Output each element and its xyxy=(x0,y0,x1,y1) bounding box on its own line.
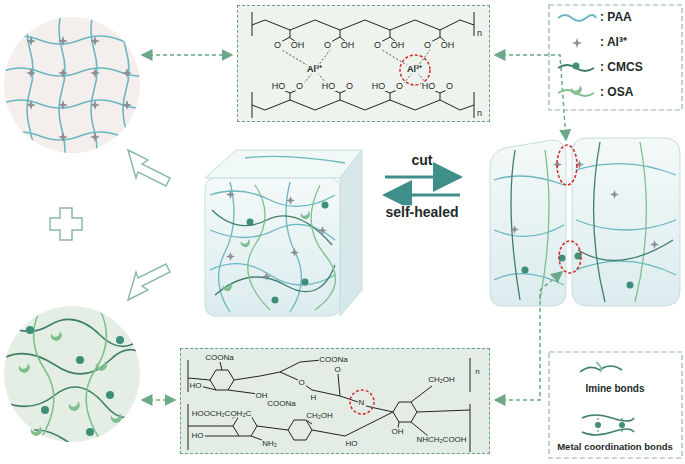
atom-label: O xyxy=(297,378,305,387)
atom-label: n xyxy=(476,29,483,39)
atom-label: O xyxy=(423,41,432,51)
atom-label: N xyxy=(358,398,366,407)
atom-label: OH xyxy=(390,41,406,51)
atom-label: COONa xyxy=(318,355,348,364)
atom-label: OH xyxy=(440,41,456,51)
atom-label: HO xyxy=(189,381,203,390)
atom-label: CH₂OH xyxy=(305,411,334,420)
process-label: cut xyxy=(412,153,433,168)
atom-label: H xyxy=(310,393,318,402)
atom-label: O xyxy=(445,82,454,92)
atom-label: HOOCH₂COH₂C xyxy=(191,409,253,418)
atom-label: HO xyxy=(345,439,359,448)
atom-label: O xyxy=(345,82,354,92)
atom-label: HO xyxy=(191,431,205,440)
atom-label: O xyxy=(295,82,304,92)
atom-label: O xyxy=(395,82,404,92)
legend-text: : Al³⁺ xyxy=(600,36,627,49)
atom-label: COONa xyxy=(204,353,234,362)
atom-label: n xyxy=(474,367,480,376)
process-label: self-healed xyxy=(385,205,458,220)
atom-label: OH xyxy=(391,427,405,436)
legend-text: : PAA xyxy=(600,11,632,24)
atom-label: O xyxy=(333,365,341,374)
atom-label: NHCH₂COOH xyxy=(415,435,467,444)
structure-panel: COONaCOONaHOOHCOONaOHONnHOOCH₂COH₂CHONH₂… xyxy=(180,348,490,454)
atom-label: OH xyxy=(340,41,356,51)
legend-text: : OSA xyxy=(600,86,633,99)
atom-label: Al³⁺ xyxy=(406,65,423,75)
atom-label: O xyxy=(323,41,332,51)
atom-label: Al³⁺ xyxy=(306,65,323,75)
atom-label: n xyxy=(476,109,483,119)
atom-label: HO xyxy=(271,82,287,92)
atom-label: OH xyxy=(290,41,306,51)
structure-panel: OOHOOHOOHOOHHOOHOOHOOHOOAl³⁺Al³⁺nn xyxy=(237,5,490,122)
atom-label: HO xyxy=(421,82,437,92)
atom-label: HO xyxy=(371,82,387,92)
atom-label: HO xyxy=(321,82,337,92)
atom-label: COONa xyxy=(266,399,296,408)
atom-label: O xyxy=(273,41,282,51)
atom-label: O xyxy=(373,41,382,51)
legend-text: Imine bonds xyxy=(586,383,645,394)
legend-text: : CMCS xyxy=(600,61,643,74)
atom-label: CH₂OH xyxy=(427,375,456,384)
atom-label: NH₂ xyxy=(261,439,278,448)
legend-text: Metal coordination bonds xyxy=(557,442,673,452)
